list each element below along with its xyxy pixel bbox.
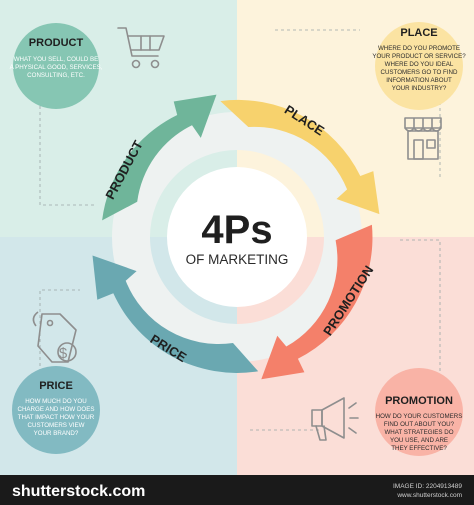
footer-brand: shutterstock.com: [12, 483, 145, 500]
connector-lines: [39, 29, 441, 431]
svg-text:$: $: [59, 345, 68, 362]
product-card: PRODUCT WHAT YOU SELL, COULD BE A PHYSIC…: [10, 23, 103, 109]
storefront-icon: [404, 117, 442, 160]
price-card-title: PRICE: [39, 380, 73, 392]
place-card-line-4: CUSTOMERS GO TO FIND: [380, 69, 458, 76]
place-card-line-1: WHERE DO YOU PROMOTE: [378, 45, 460, 52]
center-circle: [167, 167, 307, 307]
price-card-line-2: CHARGE AND HOW DOES: [17, 406, 94, 413]
center-subtitle: OF MARKETING: [186, 252, 289, 267]
price-card-line-1: HOW MUCH DO YOU: [25, 398, 86, 405]
price-card-line-5: YOUR BRAND?: [34, 430, 79, 437]
place-card-line-3: WHERE DO YOU IDEAL: [385, 61, 454, 68]
price-card: PRICE HOW MUCH DO YOU CHARGE AND HOW DOE…: [12, 366, 100, 454]
product-card-line-1: WHAT YOU SELL, COULD BE: [14, 56, 99, 63]
place-arrow: [220, 99, 380, 215]
promotion-card-line-1: HOW DO YOUR CUSTOMERS: [376, 413, 463, 420]
place-card-line-6: YOUR INDUSTRY?: [392, 85, 447, 92]
place-card-line-2: YOUR PRODUCT OR SERVICE?: [372, 53, 466, 60]
footer-site: www.shutterstock.com: [396, 492, 462, 499]
product-card-line-2: A PHYSICAL GOOD, SERVICES,: [10, 64, 103, 71]
promotion-arrow: [261, 224, 373, 380]
price-card-line-4: CUSTOMERS VIEW: [28, 422, 85, 429]
promotion-card-line-3: WHAT STRATEGIES DO: [384, 429, 453, 436]
promotion-card: PROMOTION HOW DO YOUR CUSTOMERS FIND OUT…: [375, 368, 463, 456]
place-card: PLACE WHERE DO YOU PROMOTE YOUR PRODUCT …: [372, 22, 466, 110]
place-card-line-5: INFORMATION ABOUT: [386, 77, 452, 84]
footer-bar: [0, 475, 474, 505]
footer-image-id: IMAGE ID: 2204913489: [393, 483, 462, 490]
price-arrow: [92, 255, 259, 373]
product-card-line-3: CONSULTING, ETC.: [27, 72, 85, 79]
center-title: 4Ps: [201, 208, 272, 252]
promotion-card-line-5: THEY EFFECTIVE?: [391, 445, 447, 452]
price-card-line-3: THAT IMPACT HOW YOUR: [18, 414, 95, 421]
promotion-card-title: PROMOTION: [385, 395, 453, 407]
place-card-title: PLACE: [400, 27, 437, 39]
product-arrow: [102, 94, 217, 221]
price-tag-icon: $: [32, 311, 77, 363]
promotion-card-line-4: YOU USE, AND ARE: [390, 437, 448, 444]
megaphone-icon: [311, 397, 359, 441]
ring-track: [112, 112, 362, 362]
product-card-title: PRODUCT: [29, 37, 84, 49]
promotion-card-line-2: FIND OUT ABOUT YOU?: [384, 421, 455, 428]
shopping-cart-icon: [117, 27, 165, 69]
